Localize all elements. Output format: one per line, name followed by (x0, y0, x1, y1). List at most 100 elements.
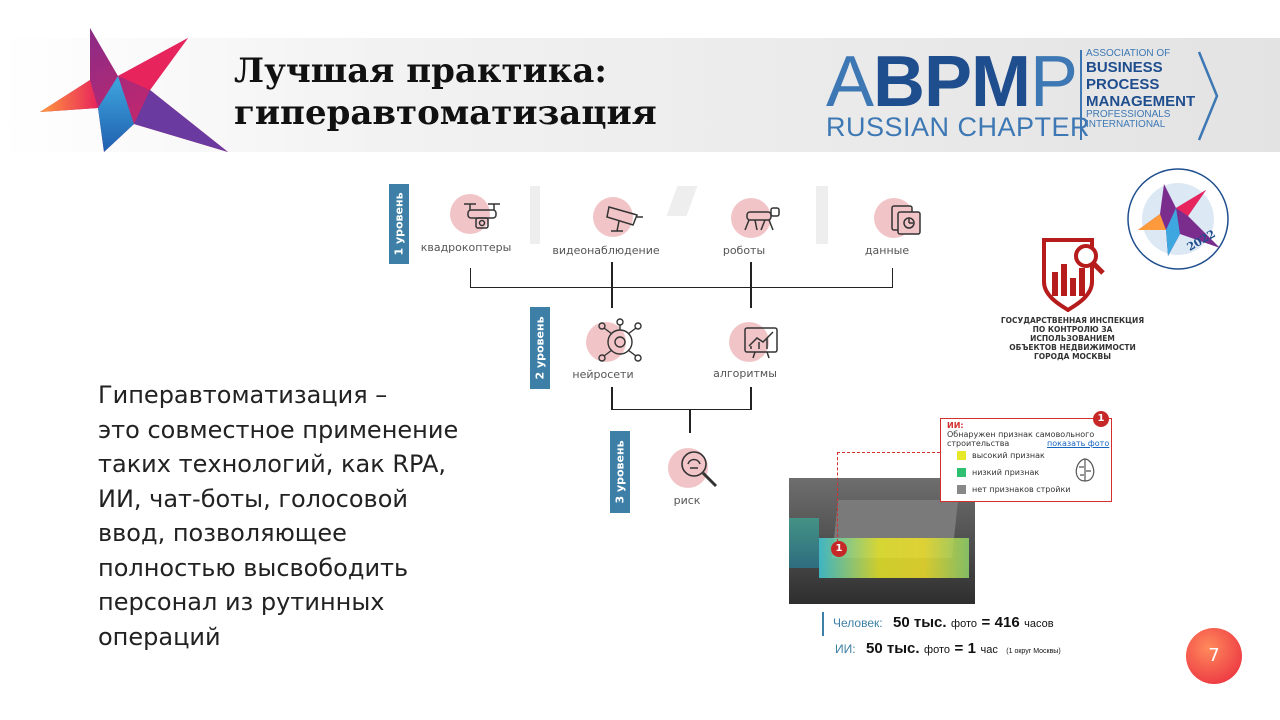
stats-accent-bar (822, 612, 824, 636)
label-neural: нейросети (572, 368, 634, 381)
legend-swatch-yellow (957, 451, 966, 460)
label-cctv: видеонаблюдение (552, 244, 660, 257)
page-title: Лучшая практика: гиперавтоматизация (234, 50, 657, 134)
abpmp-logo: ABPMP (826, 46, 1078, 118)
photo-marker-badge[interactable]: 1 (831, 541, 847, 557)
title-line-1: Лучшая практика: (234, 51, 607, 91)
label-risk: риск (673, 494, 701, 507)
gov-line-1: ГОСУДАРСТВЕННАЯ ИНСПЕКЦИЯ (1000, 316, 1145, 325)
star-logo-icon (40, 28, 228, 152)
level-2-tag: 2 уровень (530, 307, 550, 389)
algorithm-chart-icon (744, 327, 778, 359)
legend-item-none: нет признаков стройки (957, 485, 1071, 494)
connector-line (611, 262, 613, 308)
definition-line-1: Гиперавтоматизация – (98, 381, 388, 409)
stats-ai-num: 50 тыс. (866, 640, 920, 657)
definition-line-5: ввод, позволяющее (98, 519, 347, 547)
logo-management: MANAGEMENT (1086, 93, 1196, 110)
decor-stripe (530, 186, 540, 244)
definition-line-3: таких технологий, как RPA, (98, 450, 447, 478)
label-data: данные (864, 244, 910, 257)
stats-human-result: 416 (994, 614, 1020, 631)
definition-line-8: операций (98, 622, 221, 651)
cctv-node (593, 197, 643, 237)
stats-ai-note: (1 округ Москвы) (1006, 648, 1061, 655)
callout-connector (837, 452, 838, 542)
logo-letter-a: A (826, 42, 874, 122)
award-seal-icon (1127, 168, 1229, 270)
logo-association: ASSOCIATION OF BUSINESS PROCESS MANAGEME… (1086, 49, 1195, 130)
connector-line (892, 268, 893, 288)
gov-line-4: ГОРОДА МОСКВЫ (1033, 352, 1112, 361)
drone-icon (464, 203, 500, 229)
logo-divider (1080, 50, 1082, 140)
header-band (0, 38, 1280, 152)
decor-stripe (816, 186, 828, 244)
level-1-tag: 1 уровень (389, 184, 409, 264)
legend-swatch-green (957, 468, 966, 477)
neural-network-icon (598, 318, 642, 362)
legend-swatch-gray (957, 485, 966, 494)
connector-line (470, 287, 893, 288)
neural-node (586, 318, 642, 362)
data-node (874, 198, 921, 238)
cctv-camera-icon (606, 206, 643, 232)
connector-line (611, 409, 752, 410)
connector-line (750, 262, 752, 308)
popup-line-1: Обнаружен признак самовольного (947, 430, 1095, 439)
stats-ai-result: 1 (967, 640, 977, 657)
algorithm-node (729, 322, 778, 362)
stats-row-ai: ИИ: 50 тыс. фото = 1 час (1 округ Москвы… (835, 640, 1061, 658)
logo-letters-bpm: BPM (873, 42, 1031, 122)
chevron-right-icon (1197, 51, 1219, 141)
definition-line-4: ИИ, чат-боты, голосовой (98, 484, 408, 513)
risk-node (668, 448, 718, 488)
legend-item-low: низкий признак (957, 468, 1039, 477)
data-documents-icon (891, 205, 921, 235)
brain-ai-icon (1075, 458, 1095, 482)
label-robots: роботы (722, 244, 766, 257)
title-line-2: гиперавтоматизация (234, 93, 657, 133)
magnifier-risk-icon (681, 451, 718, 488)
page-number: 7 (1186, 628, 1242, 684)
connector-line (470, 268, 471, 288)
gov-line-2: ПО КОНТРОЛЮ ЗА ИСПОЛЬЗОВАНИЕМ (1030, 325, 1115, 343)
logo-assoc-of: ASSOCIATION OF (1086, 48, 1171, 59)
label-algorithms: алгоритмы (713, 367, 777, 380)
definition-text: Гиперавтоматизация – это совместное прим… (98, 378, 458, 654)
callout-connector (837, 452, 940, 453)
ai-detection-popup: ИИ: Обнаружен признак самовольного строи… (940, 418, 1112, 502)
level-3-tag: 3 уровень (610, 431, 630, 513)
show-photo-link[interactable]: показать фото (1047, 439, 1110, 448)
connector-line (689, 409, 691, 433)
stats-ai-result-unit: час (980, 644, 998, 656)
logo-process: PROCESS (1086, 76, 1160, 93)
stats-human-result-unit: часов (1024, 618, 1054, 630)
stats-human-eq: = (981, 614, 991, 631)
popup-header: ИИ: (947, 421, 964, 430)
logo-business: BUSINESS (1086, 59, 1163, 76)
robot-dog-icon (744, 207, 780, 231)
robot-node (731, 198, 780, 238)
gov-inspection-logo-icon (1042, 238, 1105, 312)
stats-ai-unit: фото (924, 644, 950, 656)
popup-line-2: строительства (947, 439, 1010, 448)
stats-human-label: Человек: (833, 616, 883, 630)
definition-line-6: полностью высвободить (98, 553, 409, 582)
heatmap-overlay (789, 518, 819, 568)
definition-line-7: персонал из рутинных (98, 588, 385, 616)
logo-chapter: RUSSIAN CHAPTER (826, 112, 1091, 142)
stats-human-unit: фото (951, 618, 977, 630)
popup-badge: 1 (1093, 411, 1109, 427)
logo-professionals: PROFESSIONALS (1086, 109, 1171, 120)
gov-inspection-name: ГОСУДАРСТВЕННАЯ ИНСПЕКЦИЯ ПО КОНТРОЛЮ ЗА… (990, 316, 1155, 361)
stats-ai-label: ИИ: (835, 642, 856, 656)
stats-row-human: Человек: 50 тыс. фото = 416 часов (833, 614, 1054, 632)
logo-international: INTERNATIONAL (1086, 119, 1166, 130)
label-drones: квадрокоптеры (420, 241, 512, 254)
logo-letter-p: P (1030, 42, 1078, 122)
stats-human-num: 50 тыс. (893, 614, 947, 631)
drone-node (450, 194, 500, 234)
stats-ai-eq: = (954, 640, 964, 657)
connector-line (750, 387, 752, 410)
